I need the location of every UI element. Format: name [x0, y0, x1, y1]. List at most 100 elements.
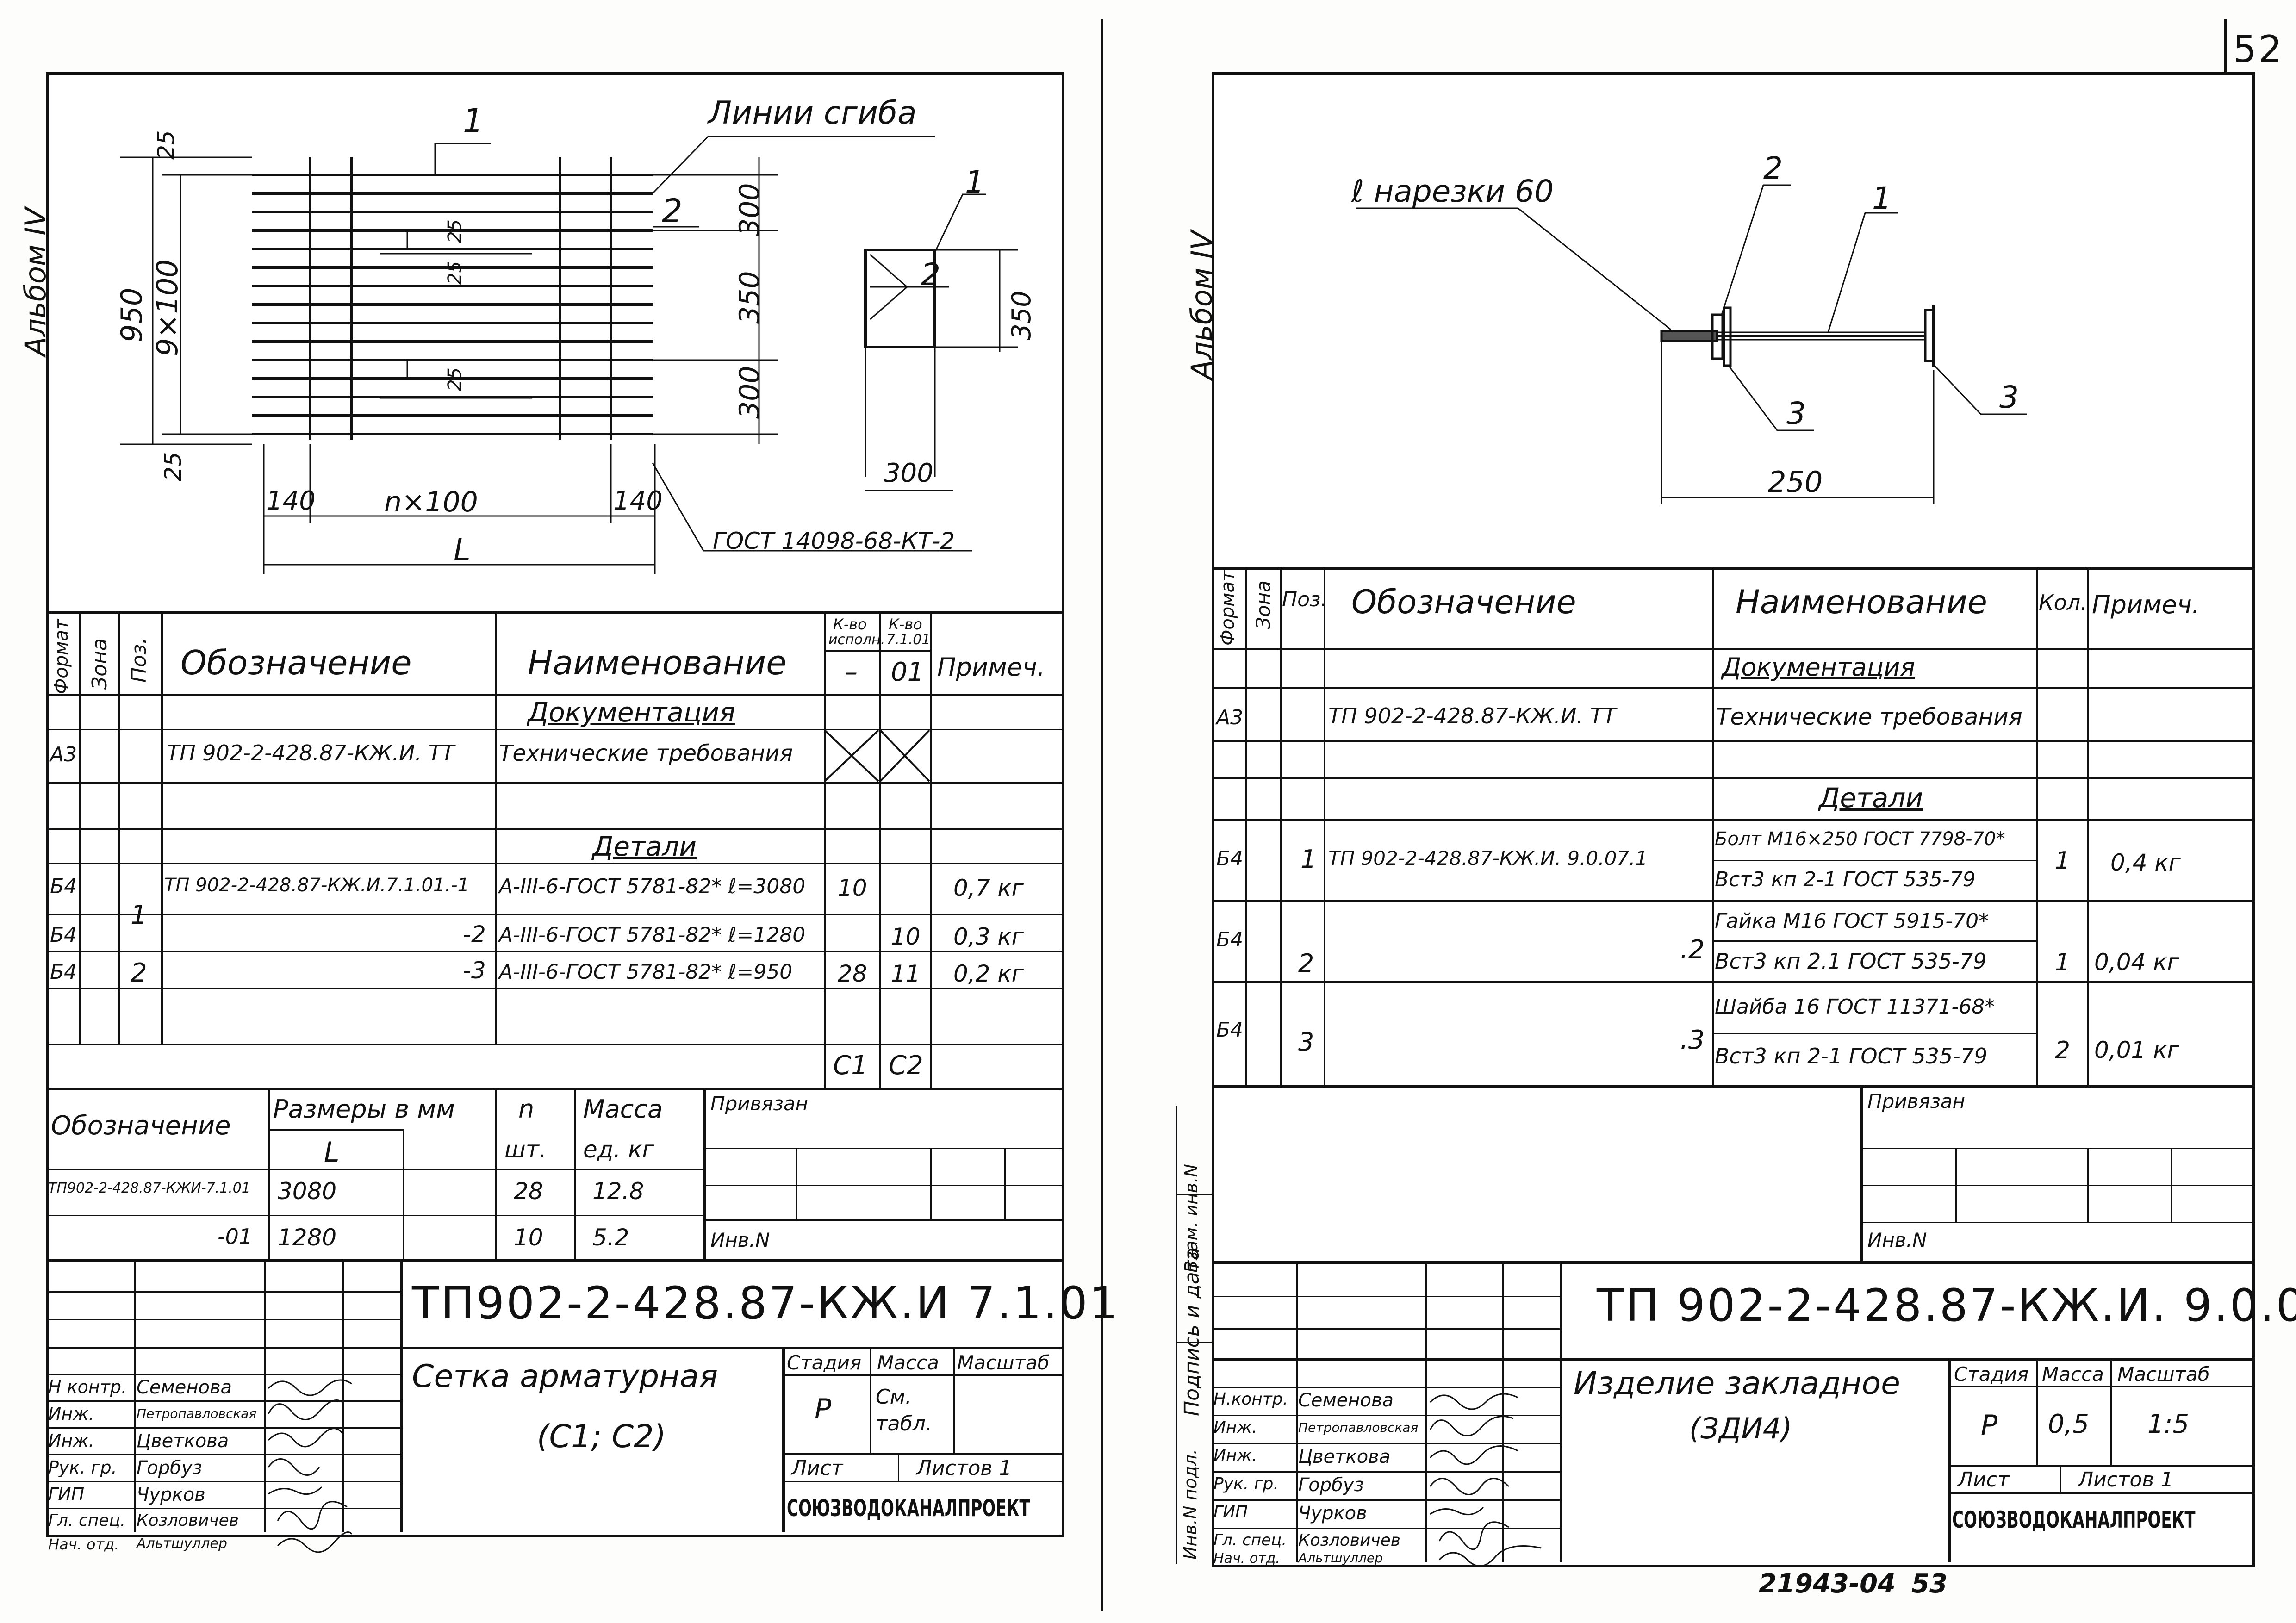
right-section-docs: Документация — [1722, 653, 1915, 682]
right-stage-h: Стадия — [1954, 1363, 2029, 1386]
left-h-name: Наименование — [528, 643, 787, 682]
left-mark-c2: С2 — [889, 1051, 923, 1081]
right-scale: 1:5 — [2147, 1409, 2190, 1439]
right-sheets-h: Листов 1 — [2078, 1468, 2174, 1492]
right-org: СОЮЗВОДОКАНАЛПРОЕКТ — [1952, 1506, 2196, 1533]
sizes-h-L: L — [324, 1136, 340, 1169]
left-stage-h: Стадия — [787, 1351, 862, 1374]
left-h-qty2-val: 01 — [891, 657, 924, 687]
right-row3-pos: 2 — [1298, 949, 1314, 978]
sizes-row2-des: -01 — [218, 1224, 253, 1249]
sizes-row2-mass: 5.2 — [592, 1224, 629, 1251]
right-person-7-name: Альтшуллер — [1298, 1550, 1383, 1566]
left-row4-q2: 11 — [891, 960, 921, 987]
page-number: 53 — [1911, 1569, 1948, 1599]
right-person-3-role: Инж. — [1213, 1446, 1257, 1465]
right-row4-des: .3 — [1680, 1025, 1705, 1055]
right-person-3-name: Цветкова — [1298, 1446, 1391, 1468]
right-mass: 0,5 — [2048, 1409, 2090, 1439]
left-row4-name: А-III-6-ГОСТ 5781-82* ℓ=950 — [499, 960, 793, 984]
right-h-designation: Обозначение — [1351, 583, 1576, 621]
sizes-h-n: n — [518, 1094, 535, 1124]
left-title-code: ТП902-2-428.87-КЖ.И 7.1.01 — [412, 1277, 1120, 1329]
left-person-2-name: Петропавловская — [137, 1406, 257, 1421]
left-inv: Инв.N — [710, 1229, 770, 1251]
right-row3-note: 0,04 кг — [2094, 949, 2179, 976]
sizes-h-dims: Размеры в мм — [273, 1094, 455, 1124]
left-row1-name: Технические требования — [499, 740, 793, 766]
right-row1-des: ТП 902-2-428.87-КЖ.И. ТТ — [1328, 703, 1616, 728]
left-dim-140-right: 140 — [613, 486, 663, 516]
left-person-3-name: Цветкова — [137, 1430, 229, 1452]
fold-line — [1101, 19, 1103, 1611]
right-h-note: Примеч. — [2092, 590, 2200, 619]
left-h-qty2-top: К-во — [889, 616, 922, 633]
left-person-5-role: ГИП — [48, 1484, 85, 1505]
left-h-qty2-sub: 7.1.01 — [886, 632, 931, 648]
left-scale-h: Масштаб — [957, 1351, 1050, 1374]
left-h-qty1-val: – — [845, 657, 858, 687]
right-person-1-name: Семенова — [1298, 1390, 1394, 1411]
left-person-4-role: Рук. гр. — [48, 1457, 117, 1478]
right-row3-name2: Вст3 кп 2.1 ГОСТ 535-79 — [1715, 949, 1987, 974]
left-title-name2: (С1; С2) — [537, 1418, 666, 1455]
left-row4-pos: 2 — [131, 958, 147, 988]
right-sheet-h: Лист — [1958, 1468, 2010, 1492]
right-row4-qty: 2 — [2055, 1037, 2071, 1064]
left-row2-note: 0,7 кг — [953, 875, 1024, 902]
left-row4-des: -3 — [463, 957, 486, 984]
right-row3-fmt: Б4 — [1216, 928, 1244, 951]
right-callout-3b: 3 — [1999, 379, 2019, 415]
left-row3-fmt: Б4 — [50, 923, 77, 947]
left-row2-pos: 1 — [131, 900, 147, 930]
left-callout-2: 2 — [662, 192, 683, 230]
left-row4-q1: 28 — [838, 960, 867, 987]
left-section-callout-1: 1 — [965, 164, 984, 200]
left-row2-fmt: Б4 — [50, 875, 77, 898]
left-sheet-h: Лист — [791, 1456, 843, 1480]
left-h-note: Примеч. — [937, 653, 1045, 682]
sizes-row1-des: ТП902-2-428.87-КЖИ-7.1.01 — [48, 1180, 250, 1196]
left-gost-label: ГОСТ 14098-68-КТ-2 — [713, 528, 955, 554]
right-scale-h: Масштаб — [2117, 1363, 2210, 1386]
right-person-7-role: Нач. отд. — [1213, 1550, 1280, 1567]
right-row4-name1: Шайба 16 ГОСТ 11371-68* — [1715, 995, 1995, 1019]
left-person-3-role: Инж. — [48, 1430, 94, 1451]
sizes-h-mass: Масса — [583, 1094, 663, 1124]
left-row4-fmt: Б4 — [50, 960, 77, 984]
left-section-callout-2: 2 — [921, 257, 940, 292]
left-title-name1: Сетка арматурная — [412, 1358, 718, 1395]
left-callout-1: 1 — [463, 102, 484, 140]
sizes-row2-n: 10 — [514, 1224, 543, 1251]
left-person-7-role: Нач. отд. — [48, 1536, 119, 1553]
left-h-qty1-top: К-во — [833, 616, 867, 633]
sizes-h-mass-unit: ед. кг — [583, 1136, 654, 1163]
left-person-6-role: Гл. спец. — [48, 1511, 126, 1530]
left-h-qty1-sub: исполн. — [828, 632, 885, 648]
right-row2-pos: 1 — [1300, 845, 1317, 874]
left-section-details: Детали — [592, 831, 697, 862]
left-sheet-frame — [46, 72, 1064, 1537]
left-person-1-role: Н контр. — [48, 1377, 127, 1397]
right-row3-name1: Гайка М16 ГОСТ 5915-70* — [1715, 909, 1989, 933]
right-callout-3a: 3 — [1786, 396, 1806, 431]
left-person-1-name: Семенова — [137, 1377, 232, 1398]
right-dim-250: 250 — [1768, 465, 1823, 499]
right-row2-name2: Вст3 кп 2-1 ГОСТ 535-79 — [1715, 868, 1976, 891]
left-person-4-name: Горбуз — [137, 1457, 202, 1479]
left-section-docs: Документация — [528, 696, 735, 728]
right-h-name: Наименование — [1736, 583, 1987, 621]
sizes-row1-n: 28 — [514, 1178, 543, 1205]
left-person-2-role: Инж. — [48, 1404, 94, 1424]
right-stage: Р — [1981, 1409, 1998, 1442]
right-person-5-name: Чурков — [1298, 1503, 1367, 1524]
left-row3-des: -2 — [463, 921, 486, 948]
sizes-row1-mass: 12.8 — [592, 1178, 644, 1205]
left-row4-note: 0,2 кг — [953, 960, 1024, 987]
left-fold-label: Линии сгиба — [708, 95, 917, 131]
right-row4-note: 0,01 кг — [2094, 1037, 2179, 1063]
